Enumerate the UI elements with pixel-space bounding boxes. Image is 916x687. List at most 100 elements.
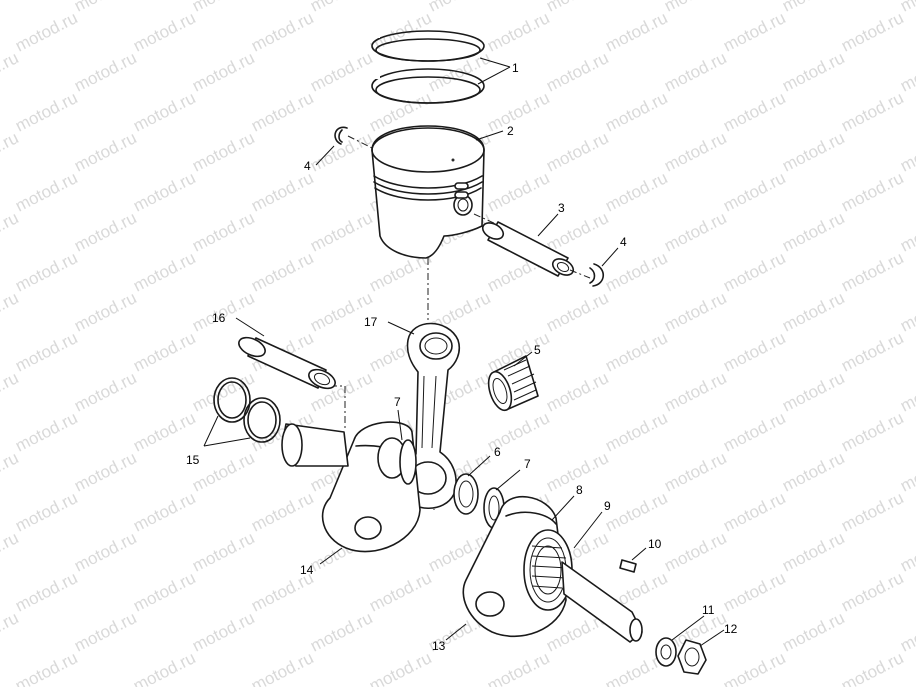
watermark-text: motod.ru <box>779 448 847 495</box>
watermark-text: motod.ru <box>897 608 916 655</box>
watermark-text: motod.ru <box>71 448 139 495</box>
callout-2: 2 <box>507 124 514 138</box>
watermark-text: motod.ru <box>0 448 22 495</box>
watermark-text: motod.ru <box>602 328 670 375</box>
watermark-text: motod.ru <box>425 0 493 16</box>
watermark-text: motod.ru <box>779 528 847 575</box>
watermark-text: motod.ru <box>307 608 375 655</box>
watermark-text: motod.ru <box>307 48 375 95</box>
watermark-text: motod.ru <box>248 88 316 135</box>
watermark-text: motod.ru <box>366 568 434 615</box>
watermark-text: motod.ru <box>661 528 729 575</box>
watermark-text: motod.ru <box>661 208 729 255</box>
watermark-text: motod.ru <box>838 168 906 215</box>
callout-7-upper: 7 <box>394 395 401 409</box>
watermark-text: motod.ru <box>248 488 316 535</box>
output-shaft <box>561 561 643 643</box>
callout-8: 8 <box>576 483 583 497</box>
watermark-text: motod.ru <box>71 288 139 335</box>
callout-16: 16 <box>212 311 226 325</box>
watermark-text: motod.ru <box>307 128 375 175</box>
alignment-lines <box>330 135 591 510</box>
watermark-text: motod.ru <box>897 128 916 175</box>
callout-3: 3 <box>558 201 565 215</box>
watermark-text: motod.ru <box>720 168 788 215</box>
watermark-text: motod.ru <box>307 208 375 255</box>
watermark-text: motod.ru <box>661 448 729 495</box>
watermark-text: motod.ru <box>12 328 80 375</box>
watermark-text: motod.ru <box>71 128 139 175</box>
watermark-text: motod.ru <box>897 288 916 335</box>
watermark-text: motod.ru <box>130 88 198 135</box>
watermark-text: motod.ru <box>12 168 80 215</box>
watermark-text: motod.ru <box>12 8 80 55</box>
watermark-text: motod.ru <box>12 408 80 455</box>
watermark-text: motod.ru <box>838 248 906 295</box>
watermark-text: motod.ru <box>12 248 80 295</box>
callout-4-upper: 4 <box>304 159 311 173</box>
callout-labels: 1 2 3 4 4 16 17 5 7 6 7 8 9 10 11 12 13 … <box>186 61 738 653</box>
callout-14: 14 <box>300 563 314 577</box>
watermark-text: motod.ru <box>12 88 80 135</box>
watermark-text: motod.ru <box>897 448 916 495</box>
watermark-text: motod.ru <box>720 328 788 375</box>
watermark-text: motod.ru <box>71 608 139 655</box>
piston-pin <box>481 221 575 277</box>
watermark-text: motod.ru <box>602 8 670 55</box>
watermark-text: motod.ru <box>484 168 552 215</box>
watermark-text: motod.ru <box>189 528 257 575</box>
watermark-text: motod.ru <box>838 408 906 455</box>
watermark-text: motod.ru <box>720 88 788 135</box>
callout-13: 13 <box>432 639 446 653</box>
watermark-text: motod.ru <box>543 368 611 415</box>
watermark-text: motod.ru <box>0 608 22 655</box>
watermark-text: motod.ru <box>189 208 257 255</box>
watermark-text: motod.ru <box>779 368 847 415</box>
watermark-text: motod.ru <box>189 448 257 495</box>
watermark-text: motod.ru <box>779 608 847 655</box>
callout-6: 6 <box>494 445 501 459</box>
watermark-text: motod.ru <box>720 568 788 615</box>
watermark-text: motod.ru <box>130 248 198 295</box>
watermark-text: motod.ru <box>484 8 552 55</box>
watermark-text: motod.ru <box>189 128 257 175</box>
callout-11: 11 <box>702 603 715 617</box>
callout-7-lower: 7 <box>524 457 531 471</box>
watermark-text: motod.ru <box>130 8 198 55</box>
watermark-text: motod.ru <box>720 8 788 55</box>
watermark-text: motod.ru <box>130 168 198 215</box>
watermark-text: motod.ru <box>897 368 916 415</box>
watermark-text: motod.ru <box>71 368 139 415</box>
watermark-text: motod.ru <box>779 128 847 175</box>
watermark-text: motod.ru <box>897 528 916 575</box>
watermark-text: motod.ru <box>543 288 611 335</box>
watermark-text: motod.ru <box>189 48 257 95</box>
piston <box>371 125 485 259</box>
circlip-upper <box>334 126 348 145</box>
watermark-text: motod.ru <box>602 248 670 295</box>
watermark-text: motod.ru <box>838 88 906 135</box>
watermark-text: motod.ru <box>0 288 22 335</box>
watermark-text: motod.ru <box>130 328 198 375</box>
watermark-text: motod.ru <box>71 208 139 255</box>
watermark-text: motod.ru <box>779 0 847 16</box>
watermark-text: motod.ru <box>602 408 670 455</box>
watermark-text: motod.ru <box>720 488 788 535</box>
watermark-text: motod.ru <box>130 568 198 615</box>
watermark-text: motod.ru <box>0 368 22 415</box>
watermark-text: motod.ru <box>661 0 729 16</box>
watermark-text: motod.ru <box>12 488 80 535</box>
watermark-text: motod.ru <box>543 48 611 95</box>
watermark-text: motod.ru <box>248 248 316 295</box>
piston-rings <box>366 30 485 104</box>
watermark-text: motod.ru <box>248 8 316 55</box>
callout-17: 17 <box>364 315 378 329</box>
callout-4-lower: 4 <box>620 235 627 249</box>
watermark-text: motod.ru <box>484 88 552 135</box>
watermark-text: motod.ru <box>543 208 611 255</box>
watermark-text: motod.ru <box>897 48 916 95</box>
watermark-text: motod.ru <box>0 128 22 175</box>
main-bearing-seal <box>523 529 573 611</box>
watermark-text: motod.ru <box>248 648 316 687</box>
